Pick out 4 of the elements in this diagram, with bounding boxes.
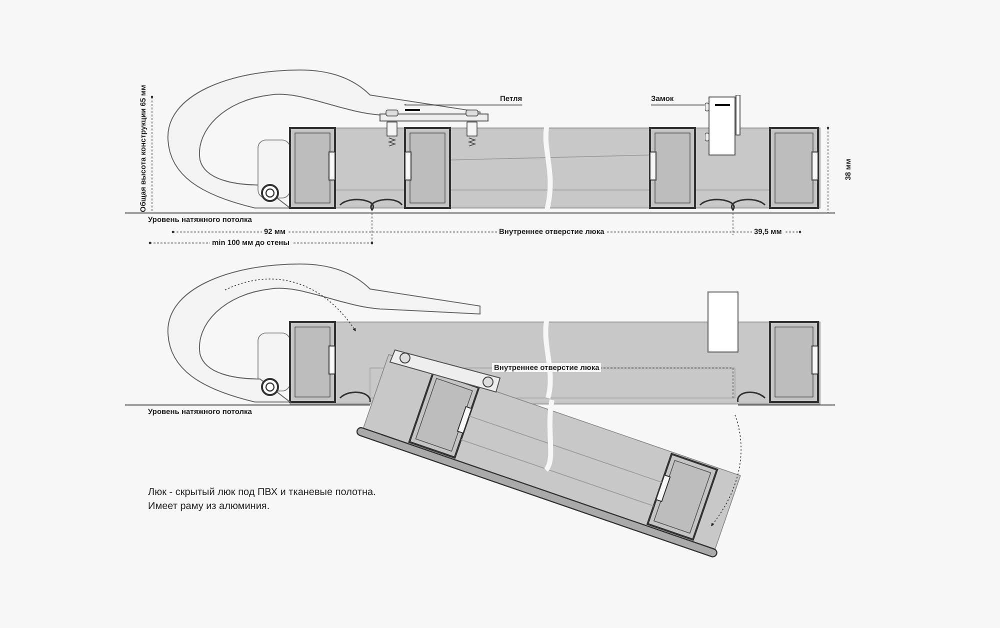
leader-line [404,104,523,106]
lock-drawing [705,95,741,157]
description-text: Люк - скрытый люк под ПВХ и тканевые полотна. Имеет раму из алюминия. [148,486,377,513]
leader-line [650,104,706,106]
